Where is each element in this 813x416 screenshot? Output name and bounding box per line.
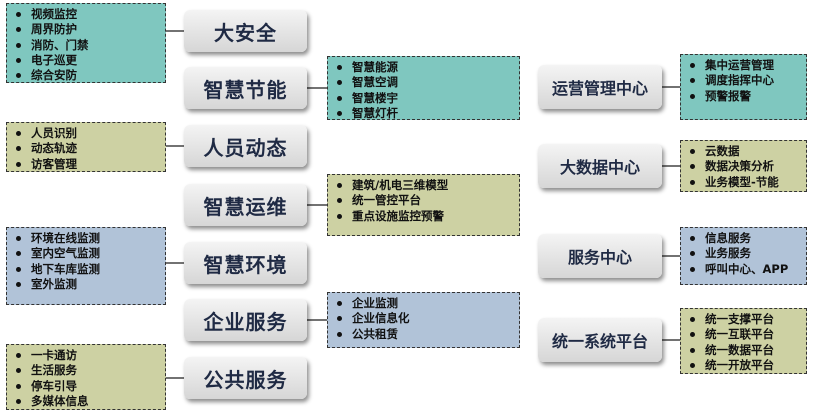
- list-item: 周界防护: [15, 22, 161, 37]
- list-item: 统一支撑平台: [689, 312, 802, 327]
- node-smart-energy: 智慧节能: [184, 67, 307, 109]
- operations-center-details-box: 集中运营管理 调度指挥中心 预警报警: [680, 54, 807, 120]
- enterprise-details-box: 企业监测 企业信息化 公共租赁: [327, 292, 520, 348]
- node-service-center: 服务中心: [538, 234, 662, 278]
- list-item: 预警报警: [689, 89, 802, 104]
- list-item: 多媒体信息: [15, 394, 161, 409]
- list-item: 重点设施监控预警: [336, 209, 515, 224]
- node-smart-environment: 智慧环境: [184, 242, 307, 284]
- environment-details-box: 环境在线监测 室内空气监测 地下车库监测 室外监测: [6, 227, 166, 305]
- list-item: 公共租赁: [336, 327, 515, 342]
- list-item: 一卡通访: [15, 348, 161, 363]
- list-item: 统一互联平台: [689, 327, 802, 342]
- list-item: 停车引导: [15, 379, 161, 394]
- node-unified-platform: 统一系统平台: [538, 318, 662, 362]
- list-item: 企业信息化: [336, 311, 515, 326]
- list-item: 呼叫中心、APP: [689, 262, 802, 277]
- node-public-service: 公共服务: [184, 357, 307, 399]
- list-item: 业务模型-节能: [689, 175, 802, 190]
- node-enterprise-service: 企业服务: [184, 299, 307, 341]
- list-item: 企业监测: [336, 296, 515, 311]
- list-item: 云数据: [689, 144, 802, 159]
- node-personnel: 人员动态: [184, 125, 307, 167]
- list-item: 室内空气监测: [15, 246, 161, 261]
- list-item: 集中运营管理: [689, 58, 802, 73]
- personnel-details-box: 人员识别 动态轨迹 访客管理: [6, 122, 166, 172]
- list-item: 统一数据平台: [689, 343, 802, 358]
- list-item: 环境在线监测: [15, 231, 161, 246]
- service-center-details-box: 信息服务 业务服务 呼叫中心、APP: [680, 227, 807, 285]
- list-item: 信息服务: [689, 231, 802, 246]
- list-item: 建筑/机电三维模型: [336, 178, 515, 193]
- node-operations-center: 运营管理中心: [538, 65, 662, 109]
- list-item: 电子巡更: [15, 53, 161, 68]
- list-item: 室外监测: [15, 277, 161, 292]
- list-item: 视频监控: [15, 7, 161, 22]
- node-smart-operations: 智慧运维: [184, 184, 307, 226]
- big-data-details-box: 云数据 数据决策分析 业务模型-节能: [680, 140, 807, 192]
- safety-details-box: 视频监控 周界防护 消防、门禁 电子巡更 综合安防: [6, 3, 166, 83]
- list-item: 访客管理: [15, 157, 161, 172]
- energy-details-box: 智慧能源 智慧空调 智慧楼宇 智慧灯杆: [327, 56, 520, 120]
- list-item: 业务服务: [689, 246, 802, 261]
- list-item: 调度指挥中心: [689, 73, 802, 88]
- list-item: 人员识别: [15, 126, 161, 141]
- platform-details-box: 统一支撑平台 统一互联平台 统一数据平台 统一开放平台: [680, 308, 807, 374]
- list-item: 地下车库监测: [15, 262, 161, 277]
- list-item: 统一管控平台: [336, 193, 515, 208]
- list-item: 动态轨迹: [15, 141, 161, 156]
- list-item: 智慧灯杆: [336, 106, 515, 121]
- list-item: 数据决策分析: [689, 159, 802, 174]
- operations-details-box: 建筑/机电三维模型 统一管控平台 重点设施监控预警: [327, 174, 520, 236]
- list-item: 智慧楼宇: [336, 91, 515, 106]
- list-item: 综合安防: [15, 68, 161, 83]
- list-item: 智慧空调: [336, 75, 515, 90]
- node-safety: 大安全: [184, 10, 307, 52]
- node-big-data-center: 大数据中心: [538, 144, 662, 188]
- public-service-details-box: 一卡通访 生活服务 停车引导 多媒体信息: [6, 344, 166, 410]
- list-item: 统一开放平台: [689, 358, 802, 373]
- list-item: 智慧能源: [336, 60, 515, 75]
- list-item: 生活服务: [15, 363, 161, 378]
- list-item: 消防、门禁: [15, 38, 161, 53]
